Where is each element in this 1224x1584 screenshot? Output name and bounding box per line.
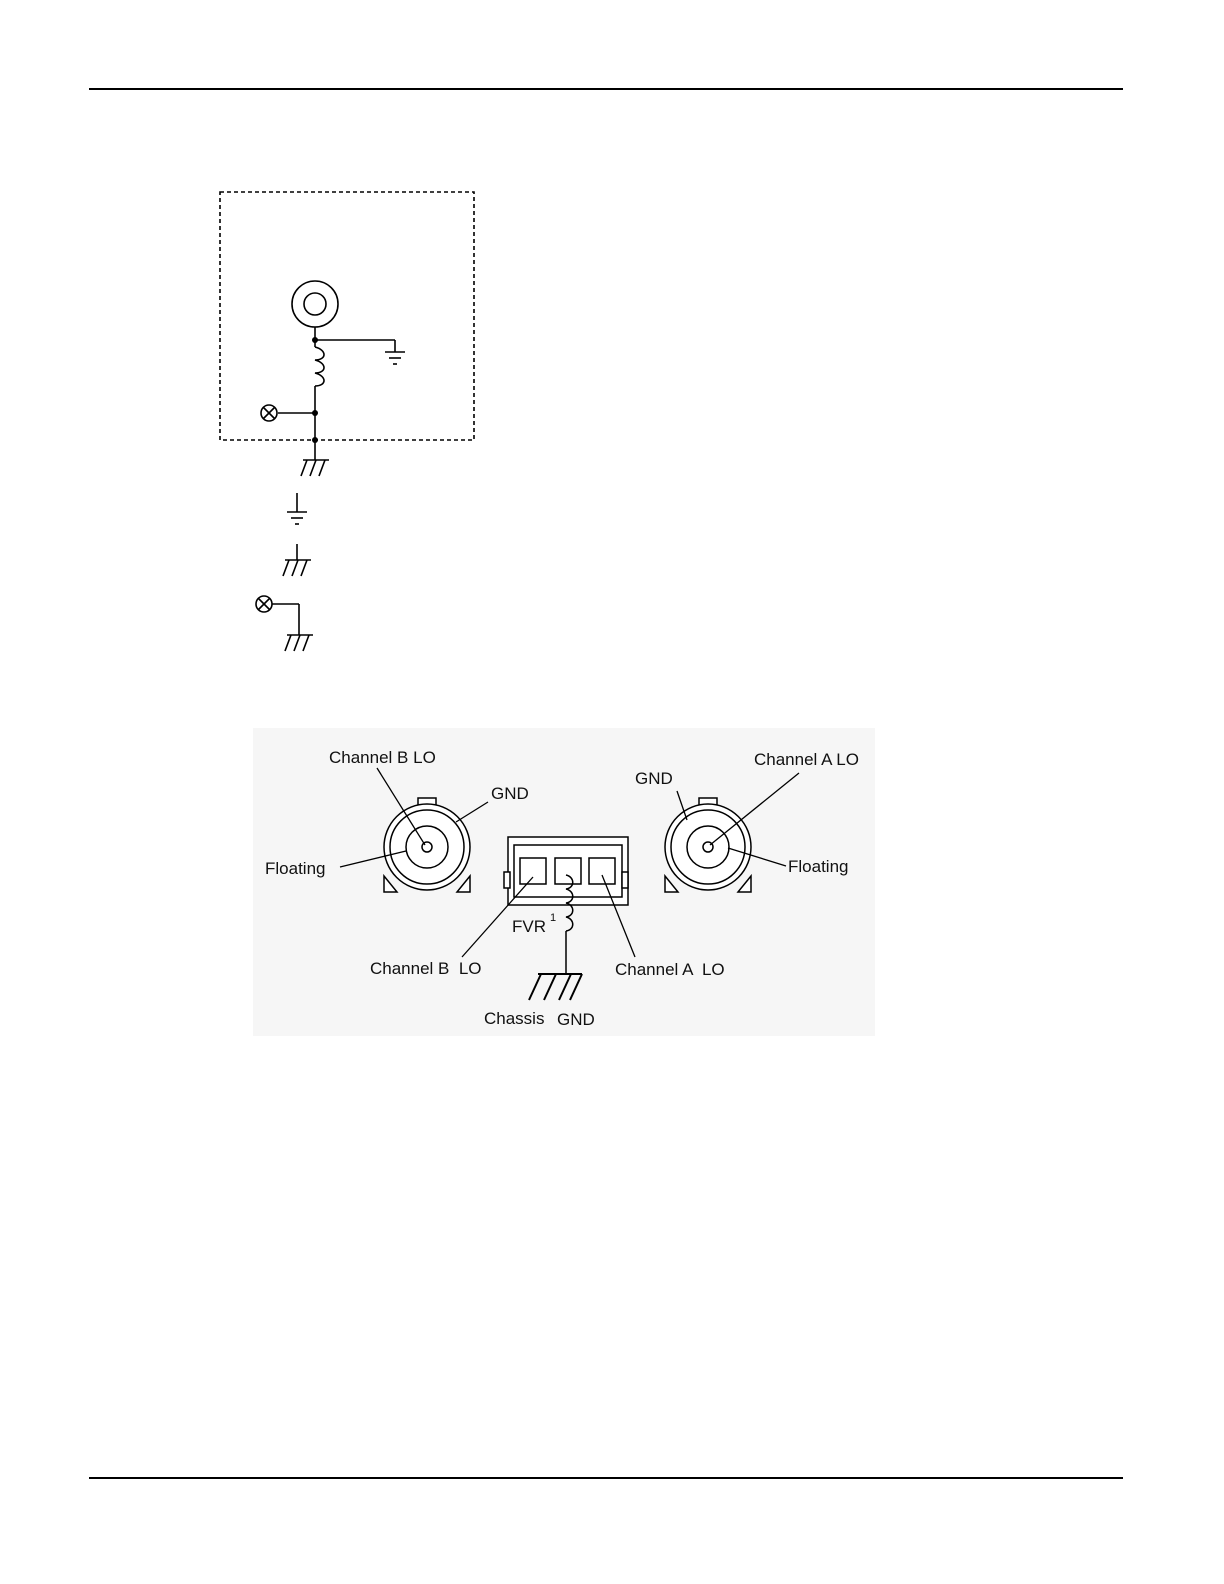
label-floating-left: Floating <box>265 859 325 878</box>
legend-earth-ground-icon <box>287 493 307 524</box>
legend-chassis-ground-icon <box>283 544 311 576</box>
connector-panel-figure: Channel B LO GND Floating GND Channel A … <box>253 728 875 1036</box>
legend-floating-to-chassis-icon <box>256 596 313 651</box>
label-channel-b-lo-bottom: Channel B LO <box>370 959 482 978</box>
dashed-enclosure <box>220 192 474 440</box>
earth-ground-icon <box>385 352 405 364</box>
label-gnd-left: GND <box>491 784 529 803</box>
floating-terminal-icon <box>261 405 277 421</box>
label-channel-b-lo-top: Channel B LO <box>329 748 436 767</box>
label-channel-a-lo-bottom: Channel A LO <box>615 960 725 979</box>
inductor-symbol <box>315 347 324 386</box>
label-fvr: FVR <box>512 917 546 936</box>
schematic-figure <box>220 192 474 651</box>
bnc-connector-symbol <box>292 281 338 327</box>
label-gnd-bottom: GND <box>557 1010 595 1029</box>
label-floating-right: Floating <box>788 857 848 876</box>
chassis-ground-icon <box>301 460 329 476</box>
label-channel-a-lo-top: Channel A LO <box>754 750 859 769</box>
label-chassis: Chassis <box>484 1009 544 1028</box>
label-gnd-right: GND <box>635 769 673 788</box>
label-fvr-superscript: 1 <box>550 912 556 924</box>
